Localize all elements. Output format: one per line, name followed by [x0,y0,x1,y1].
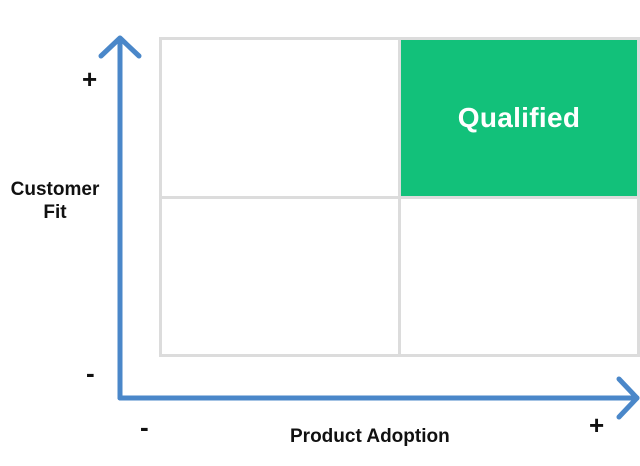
x-axis-title: Product Adoption [290,426,450,447]
y-axis-low-sign: - [86,358,95,388]
quadrant-bottom-right [398,196,640,357]
qualified-label: Qualified [457,102,581,133]
y-axis-arrowhead-icon [98,35,142,59]
quadrant-top-left [159,37,401,199]
quadrant-matrix: Qualified [159,37,640,357]
x-axis-high-sign: + [589,410,605,440]
x-axis-arrowhead-icon [616,376,640,420]
qualified-fill: Qualified [401,40,637,196]
y-axis-high-sign: + [82,64,98,94]
x-axis-low-sign: - [140,412,149,442]
quadrant-top-right-qualified: Qualified [398,37,640,199]
quadrant-bottom-left [159,196,401,357]
y-axis-title: Customer Fit [10,179,100,223]
